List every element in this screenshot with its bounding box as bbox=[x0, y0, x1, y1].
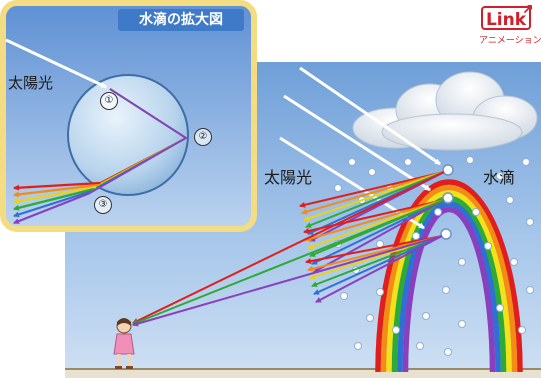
sunlight-label: 太陽光 bbox=[264, 168, 313, 187]
link-badge-label: Link bbox=[481, 6, 531, 30]
point-1-marker: ① bbox=[100, 92, 118, 110]
ground-strip bbox=[65, 370, 541, 378]
link-badge-subtitle: アニメーション bbox=[479, 36, 541, 46]
cloud bbox=[352, 71, 538, 151]
inset-title-bar bbox=[118, 9, 244, 31]
refracting-droplets bbox=[440, 164, 454, 240]
arrow-up-right-icon: ↗ bbox=[522, 2, 534, 18]
inset-sunlight-label: 太陽光 bbox=[8, 74, 54, 92]
point-3-marker: ③ bbox=[94, 196, 112, 214]
inset-panel bbox=[0, 0, 257, 232]
link-animation-badge[interactable]: Link ↗ アニメーション bbox=[479, 2, 541, 52]
enlarged-droplet bbox=[67, 74, 189, 196]
point-2-marker: ② bbox=[194, 128, 212, 146]
dispersed-rays-middle bbox=[303, 199, 445, 273]
inset-title: 水滴の拡大図 bbox=[139, 12, 223, 28]
dispersed-rays-bottom bbox=[305, 235, 443, 303]
droplets-label: 水滴 bbox=[483, 168, 516, 187]
observer-figure bbox=[113, 318, 135, 369]
observer-rays bbox=[132, 171, 445, 327]
